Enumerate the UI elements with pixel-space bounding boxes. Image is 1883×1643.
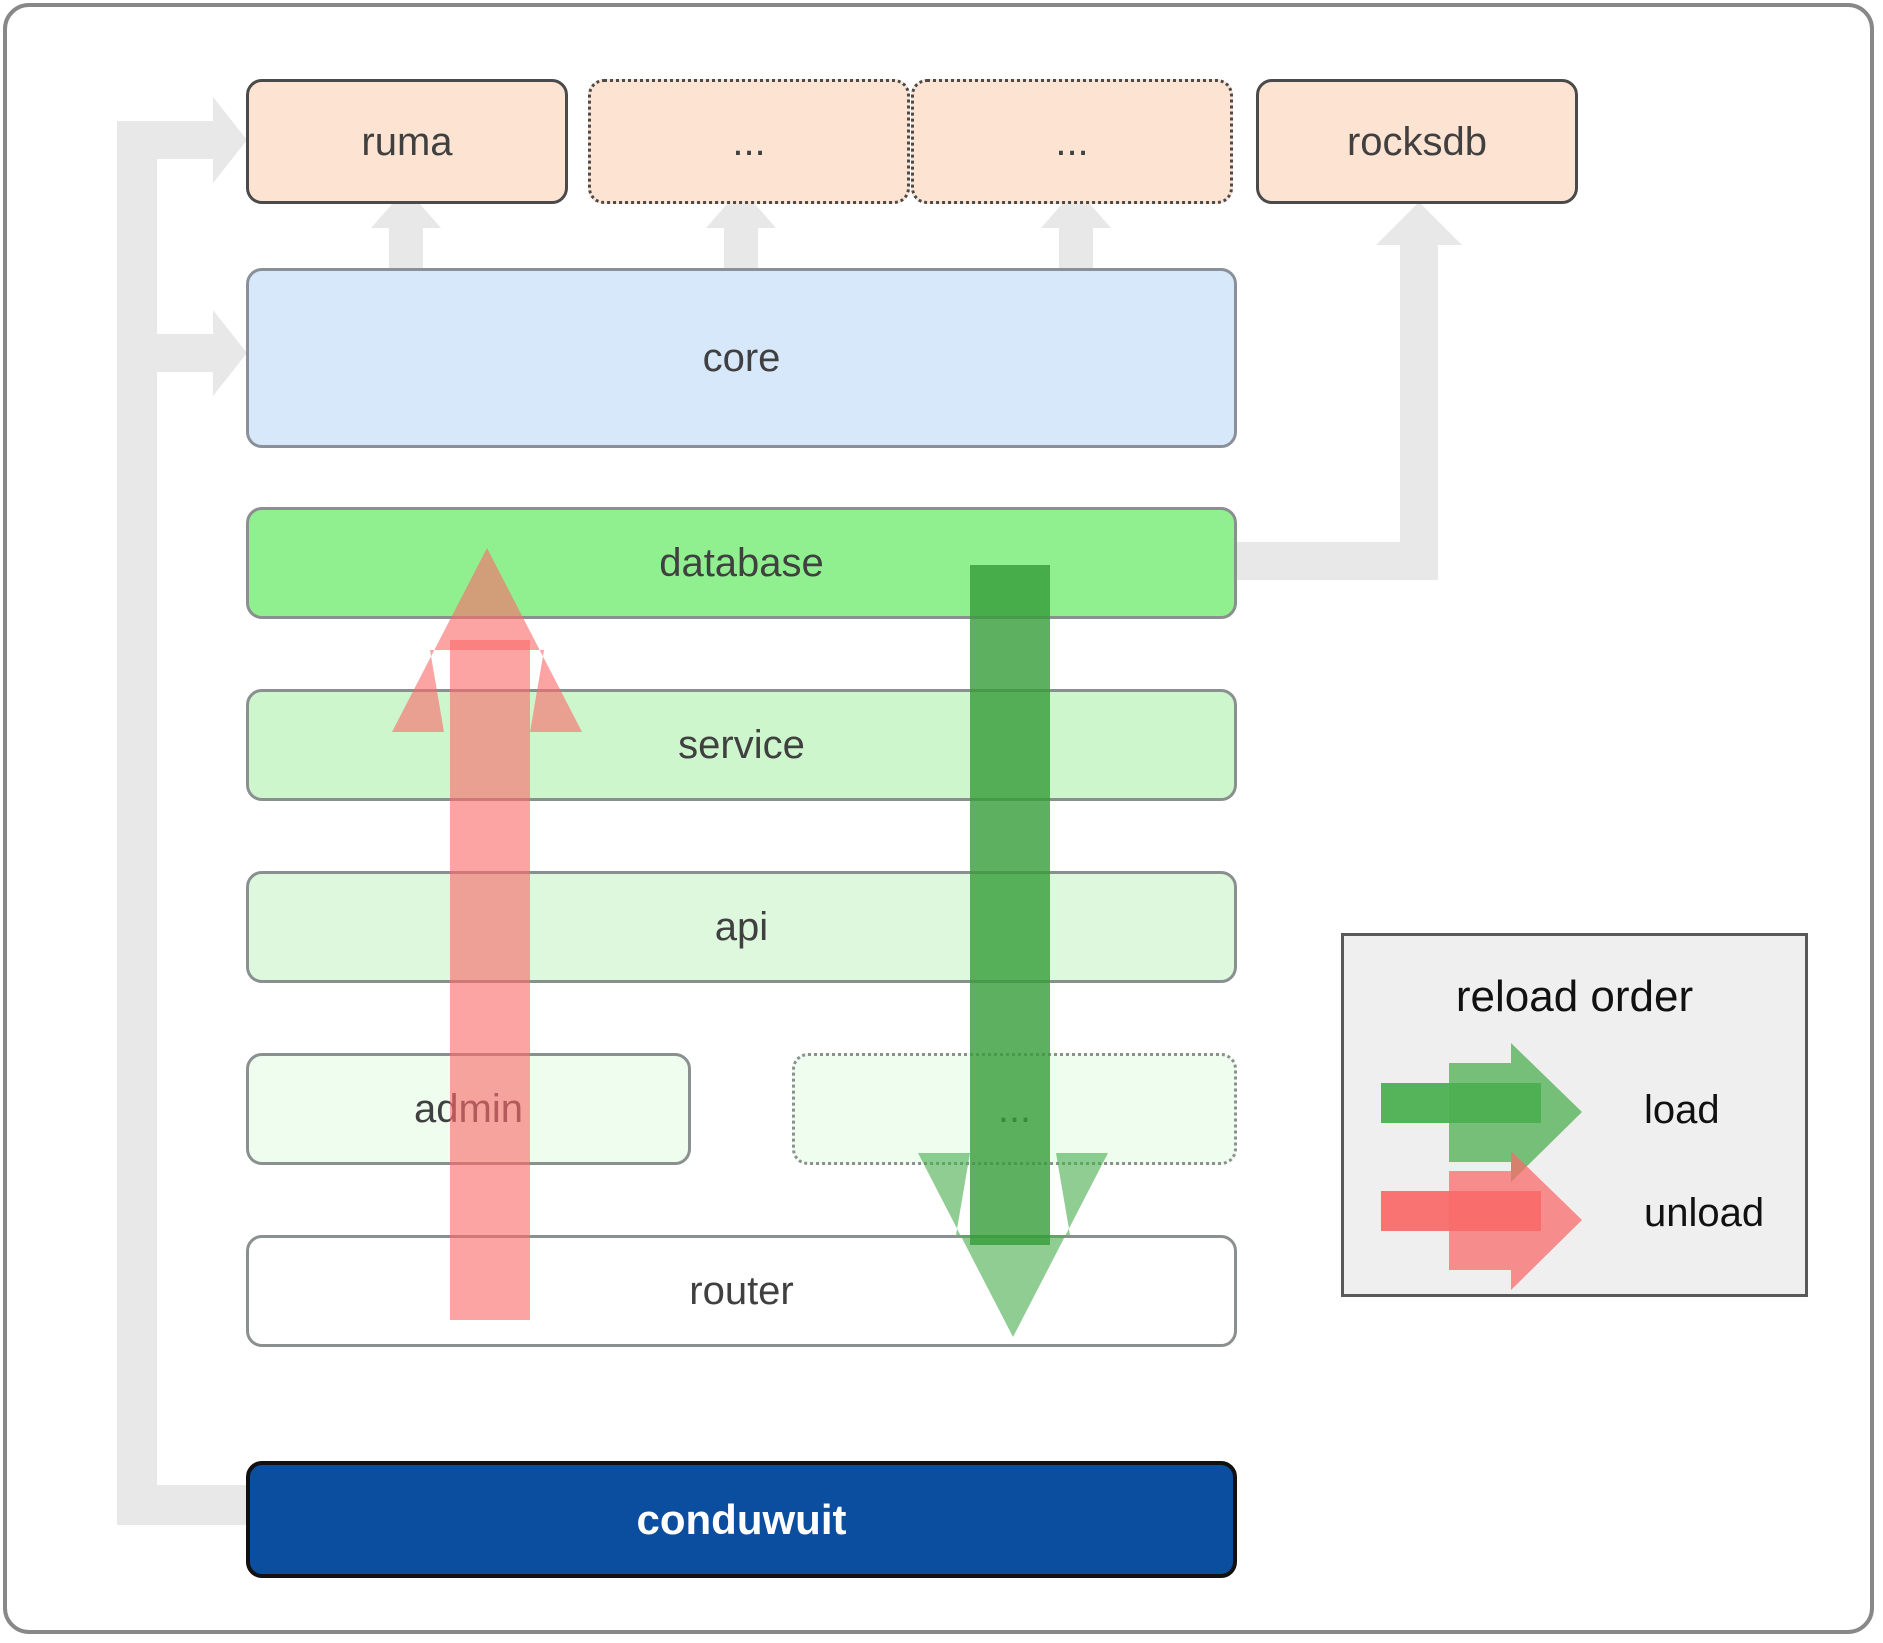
legend-title: reload order — [1455, 972, 1694, 1021]
node-label: ... — [1055, 119, 1089, 164]
node-label: database — [659, 541, 824, 585]
node-ruma[interactable]: ruma — [246, 79, 568, 204]
node-label: ruma — [361, 119, 453, 164]
node-label: conduwuit — [636, 1495, 847, 1543]
diagram-frame — [3, 3, 1874, 1634]
node-admin[interactable]: admin — [246, 1053, 691, 1165]
node-label: core — [702, 336, 781, 380]
node-layer-placeholder[interactable]: ... — [792, 1053, 1237, 1165]
legend-label-unload: unload — [1644, 1191, 1765, 1235]
node-rocksdb[interactable]: rocksdb — [1256, 79, 1578, 204]
node-dep-placeholder-1[interactable]: ... — [588, 79, 910, 204]
node-api[interactable]: api — [246, 871, 1237, 983]
node-label: api — [714, 905, 769, 949]
node-label: ... — [997, 1087, 1032, 1131]
node-label: ... — [732, 119, 766, 164]
node-label: rocksdb — [1346, 119, 1488, 164]
node-database[interactable]: database — [246, 507, 1237, 619]
legend-panel: reload order load unload — [1341, 933, 1808, 1297]
node-dep-placeholder-2[interactable]: ... — [911, 79, 1233, 204]
node-label: router — [689, 1269, 794, 1313]
node-conduwuit[interactable]: conduwuit — [246, 1461, 1237, 1578]
legend-label-load: load — [1644, 1088, 1720, 1132]
node-core[interactable]: core — [246, 268, 1237, 448]
node-service[interactable]: service — [246, 689, 1237, 801]
node-label: admin — [414, 1087, 523, 1131]
node-router[interactable]: router — [246, 1235, 1237, 1347]
node-label: service — [678, 723, 805, 767]
